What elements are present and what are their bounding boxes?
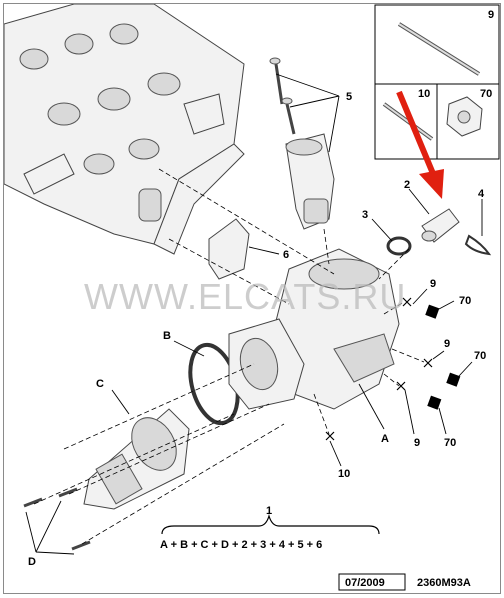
assembly-dash-lines	[33, 168, 425, 545]
label-70-mid: 70	[474, 350, 486, 362]
part-C-D-drawing: C D	[23, 378, 190, 568]
label-3: 3	[362, 209, 368, 221]
label-5: 5	[346, 91, 352, 103]
label-10: 10	[338, 468, 350, 480]
part-6-gasket-drawing: 6	[208, 218, 289, 280]
footer: 07/2009 2360M93A	[338, 573, 471, 591]
label-D: D	[28, 556, 36, 568]
label-9-top: 9	[430, 278, 436, 290]
label-2: 2	[404, 179, 410, 191]
part-5-solenoid-drawing: 5	[269, 57, 352, 230]
formula-text: A + B + C + D + 2 + 3 + 4 + 5 + 6	[160, 539, 322, 551]
inset-label-9: 9	[488, 9, 494, 21]
cylinder-head-drawing	[3, 3, 245, 255]
label-A: A	[381, 433, 389, 445]
parts-2-3-4-drawing: 3 2 4	[362, 179, 492, 256]
watermark: WWW.ELCATS.RU	[84, 276, 406, 317]
exploded-parts-diagram: 9 10 70 5 6 3 2 4	[3, 3, 500, 591]
label-6: 6	[283, 249, 289, 261]
label-B: B	[163, 330, 171, 342]
inset-box: 9 10 70	[374, 4, 500, 160]
label-9-bottom: 9	[414, 437, 420, 449]
red-arrow-icon	[396, 90, 444, 199]
diagram-frame: 9 10 70 5 6 3 2 4	[3, 3, 501, 594]
label-C: C	[96, 378, 104, 390]
formula-group: 1 A + B + C + D + 2 + 3 + 4 + 5 + 6	[160, 505, 380, 551]
label-70-top: 70	[459, 295, 471, 307]
date-code: 07/2009	[345, 577, 385, 589]
part-B-ring-drawing: B	[163, 318, 305, 426]
label-1: 1	[266, 505, 272, 517]
label-4: 4	[478, 188, 485, 200]
label-9-mid: 9	[444, 338, 450, 350]
marker-labels: 9 70 9 70 9 70 10	[329, 278, 486, 480]
inset-label-10: 10	[418, 88, 430, 100]
inset-label-70: 70	[480, 88, 492, 100]
fastener-markers	[325, 297, 461, 441]
reference-code: 2360M93A	[417, 577, 471, 589]
label-70-bottom: 70	[444, 437, 456, 449]
